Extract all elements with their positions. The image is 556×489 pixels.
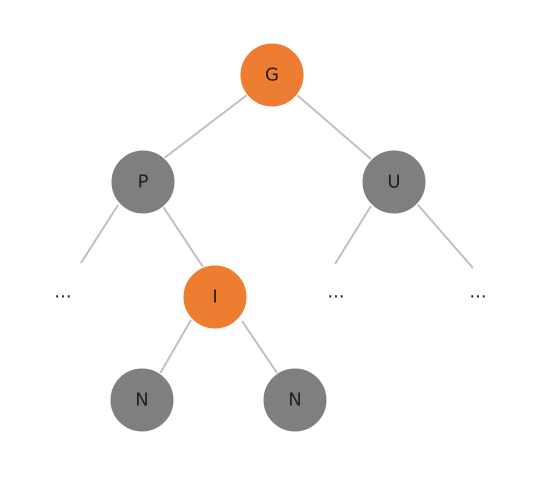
edge-u-right bbox=[417, 204, 474, 269]
tree-node-n-right: N bbox=[262, 367, 328, 433]
edge-i-n-right bbox=[241, 320, 280, 377]
node-p-circle bbox=[110, 149, 176, 215]
tree-edges bbox=[80, 94, 474, 378]
node-u-circle bbox=[361, 149, 427, 215]
node-g-circle bbox=[239, 42, 305, 108]
ellipsis-u-left: ... bbox=[327, 282, 344, 303]
tree-node-u: U bbox=[361, 149, 427, 215]
tree-node-n-left: N bbox=[109, 367, 175, 433]
node-n-right-label: N bbox=[288, 390, 301, 411]
node-n-left-circle bbox=[109, 367, 175, 433]
edge-i-n-left bbox=[157, 319, 192, 378]
node-n-right-circle bbox=[262, 367, 328, 433]
tree-node-p: P bbox=[110, 149, 176, 215]
node-p-label: P bbox=[138, 172, 149, 193]
edge-p-left bbox=[80, 204, 119, 264]
ellipsis-p-left: ... bbox=[54, 282, 71, 303]
node-n-left-label: N bbox=[135, 390, 148, 411]
edge-g-u bbox=[296, 94, 373, 161]
tree-node-g: G bbox=[239, 42, 305, 108]
edge-p-i bbox=[161, 204, 204, 268]
tree-node-i: I bbox=[182, 264, 248, 330]
node-i-label: I bbox=[212, 287, 217, 308]
edge-g-p bbox=[162, 94, 248, 160]
node-i-circle bbox=[182, 264, 248, 330]
edge-u-left bbox=[334, 205, 372, 265]
ellipsis-u-right: ... bbox=[469, 282, 486, 303]
node-g-label: G bbox=[265, 65, 279, 86]
node-u-label: U bbox=[387, 172, 400, 193]
